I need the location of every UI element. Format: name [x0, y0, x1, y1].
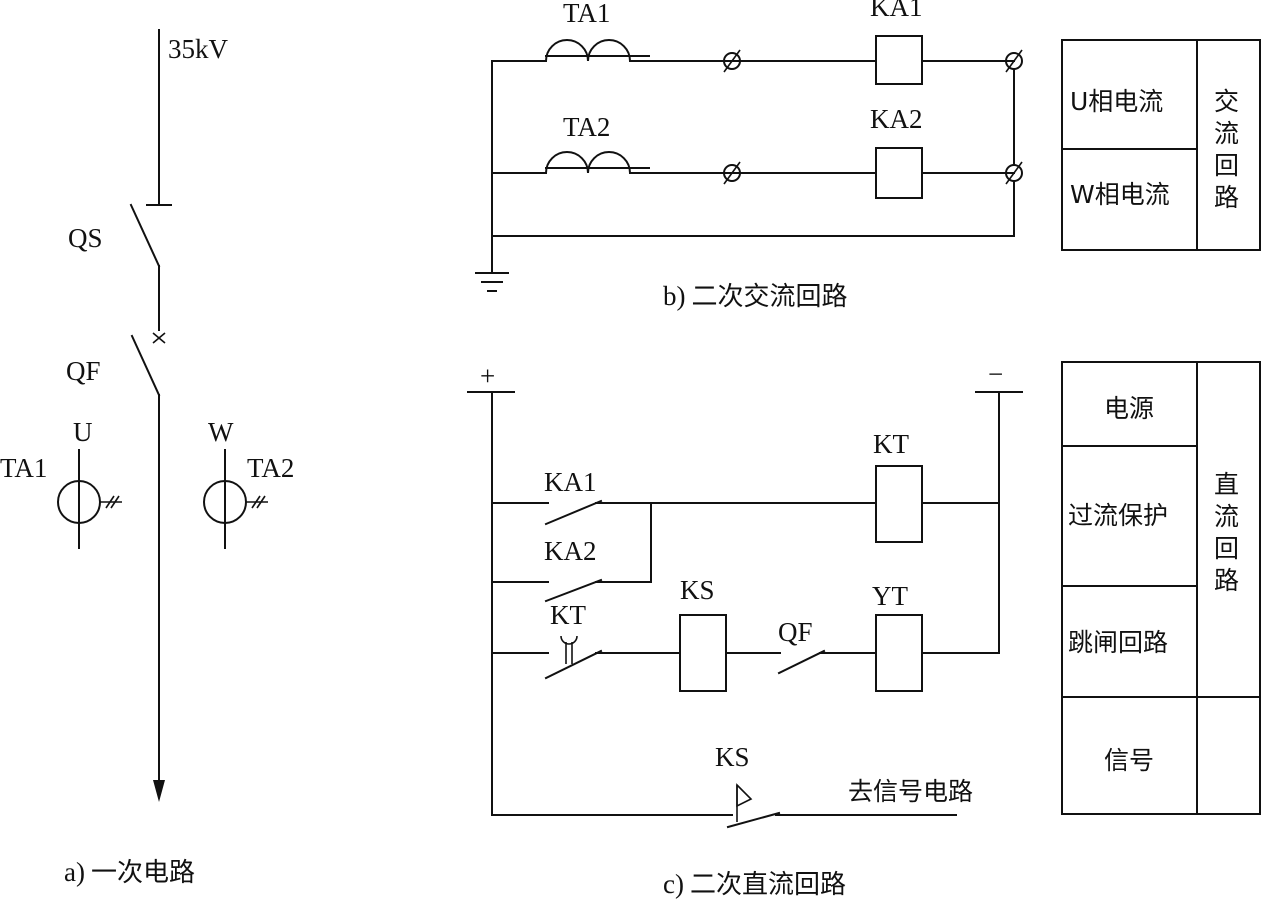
time-delay-icon: [560, 635, 578, 645]
ka1-relay-coil: [875, 35, 923, 85]
ac-ka2-label: KA2: [870, 104, 923, 134]
legend-ac-side-3: 回: [1214, 151, 1239, 180]
terminal-icon: [723, 52, 741, 70]
caption-b: b)二次交流回路: [663, 281, 848, 312]
dc-ka2-label: KA2: [544, 536, 597, 566]
dc-circuit: + − KT KA1 KA2 KT KS QF YT KS 去信号电路 c)二次…: [467, 359, 1261, 899]
ka2-contact: [544, 578, 603, 603]
legend-trip: 跳闸回路: [1068, 628, 1168, 657]
legend-u-phase-current: U相电流: [1070, 87, 1163, 116]
legend-power: 电源: [1104, 394, 1154, 423]
ac-ta2-label: TA2: [563, 112, 610, 142]
phase-w-label: W: [208, 417, 234, 447]
dc-ks-signal-label: KS: [715, 742, 750, 772]
minus-label: −: [988, 359, 1003, 389]
dc-kt-contact-label: KT: [550, 600, 586, 630]
ac-circuit: TA1 TA2 KA1 KA2 b)二次交流回路 U相电流 W相电流 交 流 回…: [475, 0, 1261, 312]
signal-flag-icon: [736, 783, 753, 808]
load-arrow-icon: [153, 780, 165, 802]
kt-time-contact: [544, 649, 603, 680]
qf-aux-contact: [777, 649, 826, 675]
yt-trip-coil: [875, 614, 923, 692]
legend-signal: 信号: [1104, 746, 1154, 775]
ks-relay-coil: [679, 614, 727, 692]
legend-ac-side-4: 路: [1214, 183, 1239, 212]
terminal-icon: [723, 164, 741, 182]
dc-legend-table: [1061, 361, 1261, 815]
kt-relay-coil: [875, 465, 923, 543]
qf-label: QF: [66, 356, 101, 386]
dc-ks-label: KS: [680, 575, 715, 605]
ka1-contact: [544, 499, 603, 526]
legend-dc-side-1: 直: [1214, 470, 1239, 499]
phase-u-label: U: [73, 417, 93, 447]
ta1-label: TA1: [0, 453, 47, 483]
legend-dc-side-2: 流: [1214, 502, 1239, 531]
ac-ta1-label: TA1: [563, 0, 610, 28]
primary-circuit: 35kV QS QF U W TA1 TA2 a)一次电路: [0, 29, 294, 888]
dc-kt-label: KT: [873, 429, 909, 459]
ta2-coil-icon: [544, 151, 632, 175]
legend-overcurrent: 过流保护: [1068, 501, 1168, 530]
legend-ac-side-1: 交: [1214, 87, 1239, 116]
dc-qf-label: QF: [778, 617, 813, 647]
qf-blade: [130, 334, 161, 397]
qs-label: QS: [68, 223, 103, 253]
dc-yt-label: YT: [872, 581, 908, 611]
ac-ka1-label: KA1: [870, 0, 923, 22]
qs-blade: [129, 203, 161, 268]
ks-signal-contact: [726, 811, 781, 829]
voltage-label: 35kV: [168, 34, 229, 64]
caption-c: c)二次直流回路: [663, 869, 846, 899]
plus-label: +: [480, 361, 495, 391]
legend-ac-side-2: 流: [1214, 119, 1239, 148]
legend-dc-side-3: 回: [1214, 534, 1239, 563]
ta1-coil-icon: [544, 39, 632, 63]
signal-circuit-note: 去信号电路: [848, 777, 973, 806]
ka2-relay-coil: [875, 147, 923, 199]
ac-legend-table: [1061, 39, 1261, 251]
legend-dc-side-4: 路: [1214, 566, 1239, 595]
ta2-label: TA2: [247, 453, 294, 483]
legend-w-phase-current: W相电流: [1070, 180, 1170, 209]
dc-ka1-label: KA1: [544, 467, 597, 497]
caption-a: a)一次电路: [64, 857, 195, 888]
